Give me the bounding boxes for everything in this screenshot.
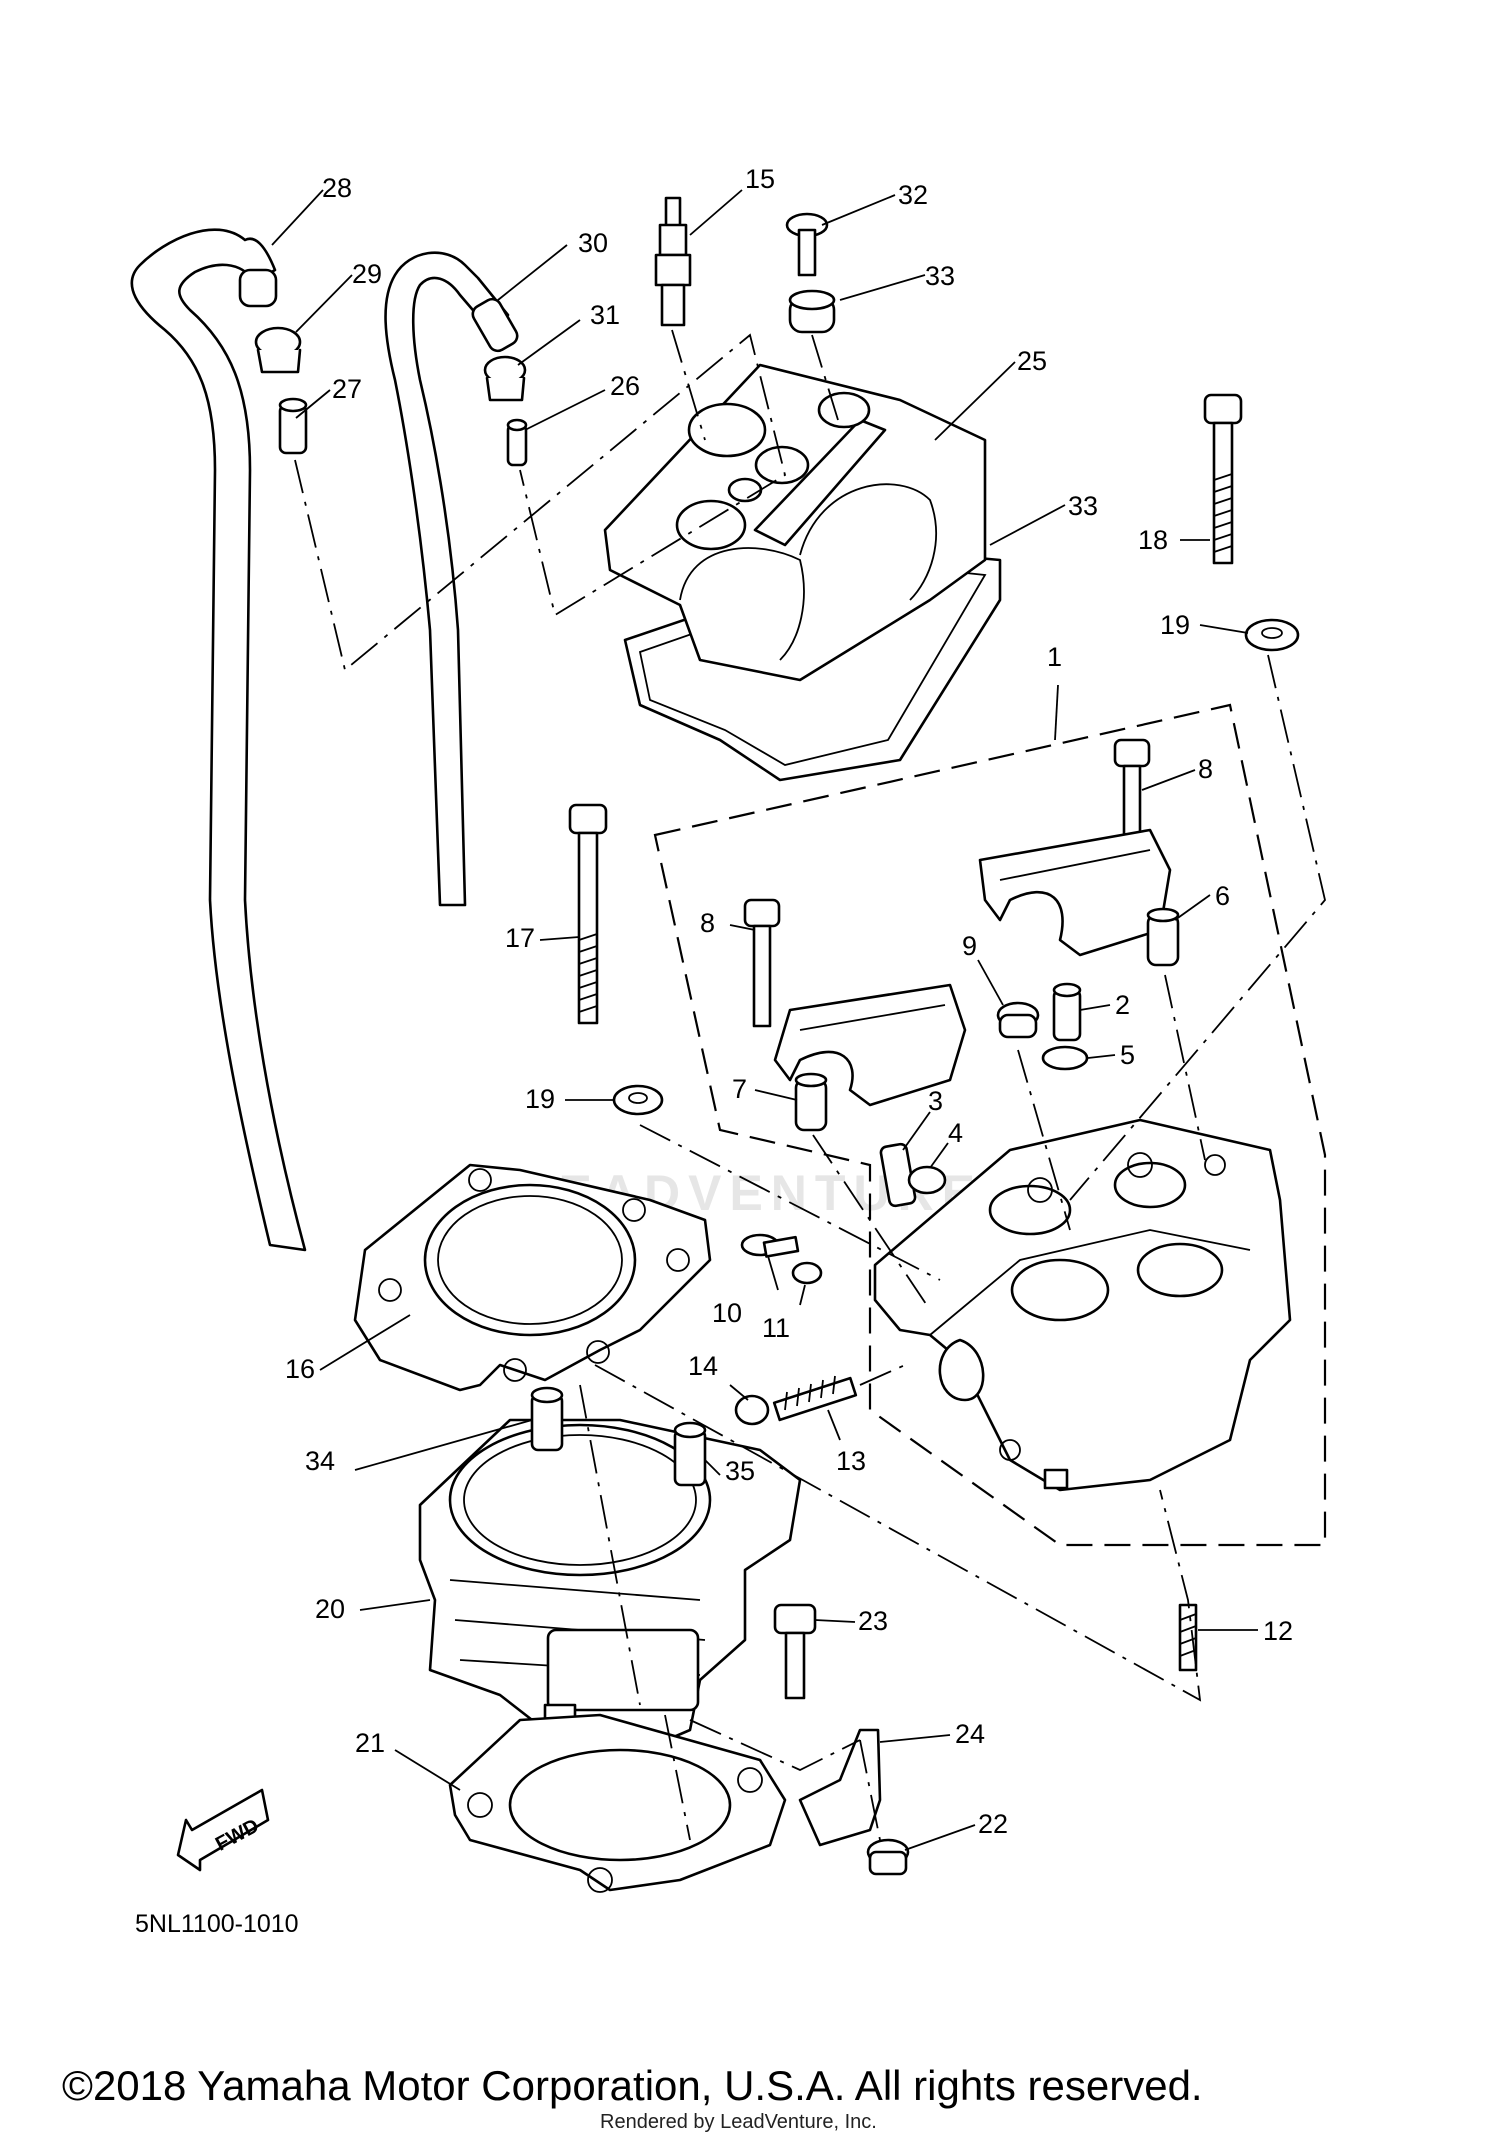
fitting-22[interactable] bbox=[278, 397, 308, 455]
washer-19-right[interactable] bbox=[1244, 618, 1300, 652]
callout-24[interactable]: 29 bbox=[352, 259, 382, 289]
dowel-33-rear[interactable] bbox=[673, 1421, 707, 1487]
dowel-pin-6[interactable] bbox=[1146, 907, 1180, 967]
callout-23[interactable]: 28 bbox=[322, 173, 352, 203]
alignment-line-hose bbox=[294, 333, 787, 672]
alignment-line-cylinder bbox=[579, 1384, 881, 1841]
bracket-35[interactable] bbox=[798, 1728, 882, 1847]
breather-hose-23[interactable] bbox=[130, 228, 307, 1252]
fwd-arrow-icon: FWD bbox=[176, 1788, 270, 1872]
callout-20[interactable]: 25 bbox=[1017, 346, 1047, 376]
cylinder-head[interactable] bbox=[873, 1118, 1292, 1492]
callout-7[interactable]: 7 bbox=[732, 1074, 747, 1104]
alignment-line-gasket bbox=[594, 1364, 1202, 1702]
callout-14[interactable]: 14 bbox=[688, 1351, 718, 1381]
callout-15[interactable]: 15 bbox=[745, 164, 775, 194]
alignment-line-stud bbox=[859, 1364, 906, 1386]
callout-10[interactable]: 10 bbox=[712, 1298, 742, 1328]
callout-34[interactable]: 23 bbox=[858, 1606, 888, 1636]
washer-19-left[interactable] bbox=[612, 1084, 664, 1116]
callout-17[interactable]: 17 bbox=[505, 923, 535, 953]
alignment-line-bolt18 bbox=[1069, 654, 1326, 1201]
callout-18[interactable]: 18 bbox=[1138, 525, 1168, 555]
breather-hose-25[interactable] bbox=[384, 251, 521, 907]
alignment-line-cover bbox=[811, 334, 839, 421]
callout-labels: 28 15 32 30 29 33 31 25 27 26 33 18 19 1… bbox=[285, 164, 1293, 1839]
plug-9[interactable] bbox=[996, 1001, 1040, 1039]
alignment-line-caps bbox=[812, 974, 1206, 1311]
nut-14[interactable] bbox=[734, 1394, 770, 1426]
bolt-10[interactable] bbox=[740, 1233, 800, 1258]
washer-11[interactable] bbox=[791, 1261, 823, 1285]
head-bolt-17[interactable] bbox=[568, 803, 608, 1025]
callout-11[interactable]: 11 bbox=[762, 1313, 790, 1343]
o-ring-4[interactable] bbox=[907, 1165, 947, 1195]
dowel-33-front[interactable] bbox=[530, 1386, 564, 1452]
callout-13[interactable]: 13 bbox=[836, 1446, 866, 1476]
callout-8-left[interactable]: 8 bbox=[700, 908, 715, 938]
bolt-27[interactable] bbox=[785, 212, 829, 277]
alignment-line-bolt17 bbox=[639, 1124, 941, 1281]
callout-28[interactable]: 33 bbox=[925, 261, 955, 291]
head-bolt-18[interactable] bbox=[1203, 393, 1243, 565]
callout-21[interactable]: 26 bbox=[610, 371, 640, 401]
callout-26[interactable]: 31 bbox=[590, 300, 620, 330]
assembly-boundary-1 bbox=[653, 703, 1327, 1547]
diagram-code: 5NL1100-1010 bbox=[135, 1910, 299, 1938]
callout-16[interactable]: 16 bbox=[285, 1354, 315, 1384]
hose-clip-24[interactable] bbox=[254, 326, 302, 374]
leader-lines bbox=[271, 189, 1258, 1851]
callout-3[interactable]: 3 bbox=[928, 1086, 943, 1116]
callout-19-right[interactable]: 19 bbox=[1160, 610, 1190, 640]
callout-1[interactable]: 1 bbox=[1047, 642, 1062, 672]
callout-32[interactable]: 22 bbox=[978, 1809, 1008, 1839]
base-gasket-31[interactable] bbox=[448, 1713, 787, 1893]
copyright-notice: ©2018 Yamaha Motor Corporation, U.S.A. A… bbox=[62, 2062, 1203, 2109]
fitting-21[interactable] bbox=[506, 418, 528, 467]
callout-25[interactable]: 30 bbox=[578, 228, 608, 258]
cam-cap-left[interactable] bbox=[773, 983, 967, 1107]
o-ring-5[interactable] bbox=[1041, 1045, 1089, 1071]
cam-cap-bolt-8-left[interactable] bbox=[743, 898, 781, 1028]
rendered-by-notice: Rendered by LeadVenture, Inc. bbox=[600, 2111, 877, 2133]
callout-33-rear[interactable]: 35 bbox=[725, 1456, 755, 1486]
stud-bolt-12[interactable] bbox=[1178, 1603, 1198, 1672]
callout-22[interactable]: 27 bbox=[332, 374, 362, 404]
cylinder-head-cover-20[interactable] bbox=[603, 363, 987, 682]
dowel-pin-7[interactable] bbox=[794, 1072, 828, 1132]
callout-9[interactable]: 9 bbox=[962, 931, 977, 961]
bolt-32[interactable] bbox=[866, 1838, 910, 1876]
hose-clip-26[interactable] bbox=[483, 355, 527, 402]
callout-29[interactable]: 33 bbox=[1068, 491, 1098, 521]
alignment-line-plug bbox=[671, 329, 706, 441]
callout-31[interactable]: 21 bbox=[355, 1728, 385, 1758]
head-gasket-16[interactable] bbox=[353, 1163, 712, 1392]
callout-27[interactable]: 32 bbox=[898, 180, 928, 210]
callout-19-left[interactable]: 19 bbox=[525, 1084, 555, 1114]
callout-8-right[interactable]: 8 bbox=[1198, 754, 1213, 784]
callout-4[interactable]: 4 bbox=[948, 1118, 963, 1148]
callout-5[interactable]: 5 bbox=[1120, 1040, 1135, 1070]
cam-cap-right[interactable] bbox=[978, 828, 1172, 957]
callout-6[interactable]: 6 bbox=[1215, 881, 1230, 911]
callout-33-front[interactable]: 34 bbox=[305, 1446, 335, 1476]
insert-2[interactable] bbox=[1052, 982, 1082, 1042]
bolt-34[interactable] bbox=[773, 1603, 817, 1700]
callout-2[interactable]: 2 bbox=[1115, 990, 1130, 1020]
stud-bolt-13[interactable] bbox=[772, 1375, 858, 1422]
grommet-28[interactable] bbox=[788, 289, 836, 334]
callout-35[interactable]: 24 bbox=[955, 1719, 985, 1749]
callout-30[interactable]: 20 bbox=[315, 1594, 345, 1624]
callout-12[interactable]: 12 bbox=[1263, 1616, 1293, 1646]
spark-plug-15[interactable] bbox=[654, 196, 692, 327]
